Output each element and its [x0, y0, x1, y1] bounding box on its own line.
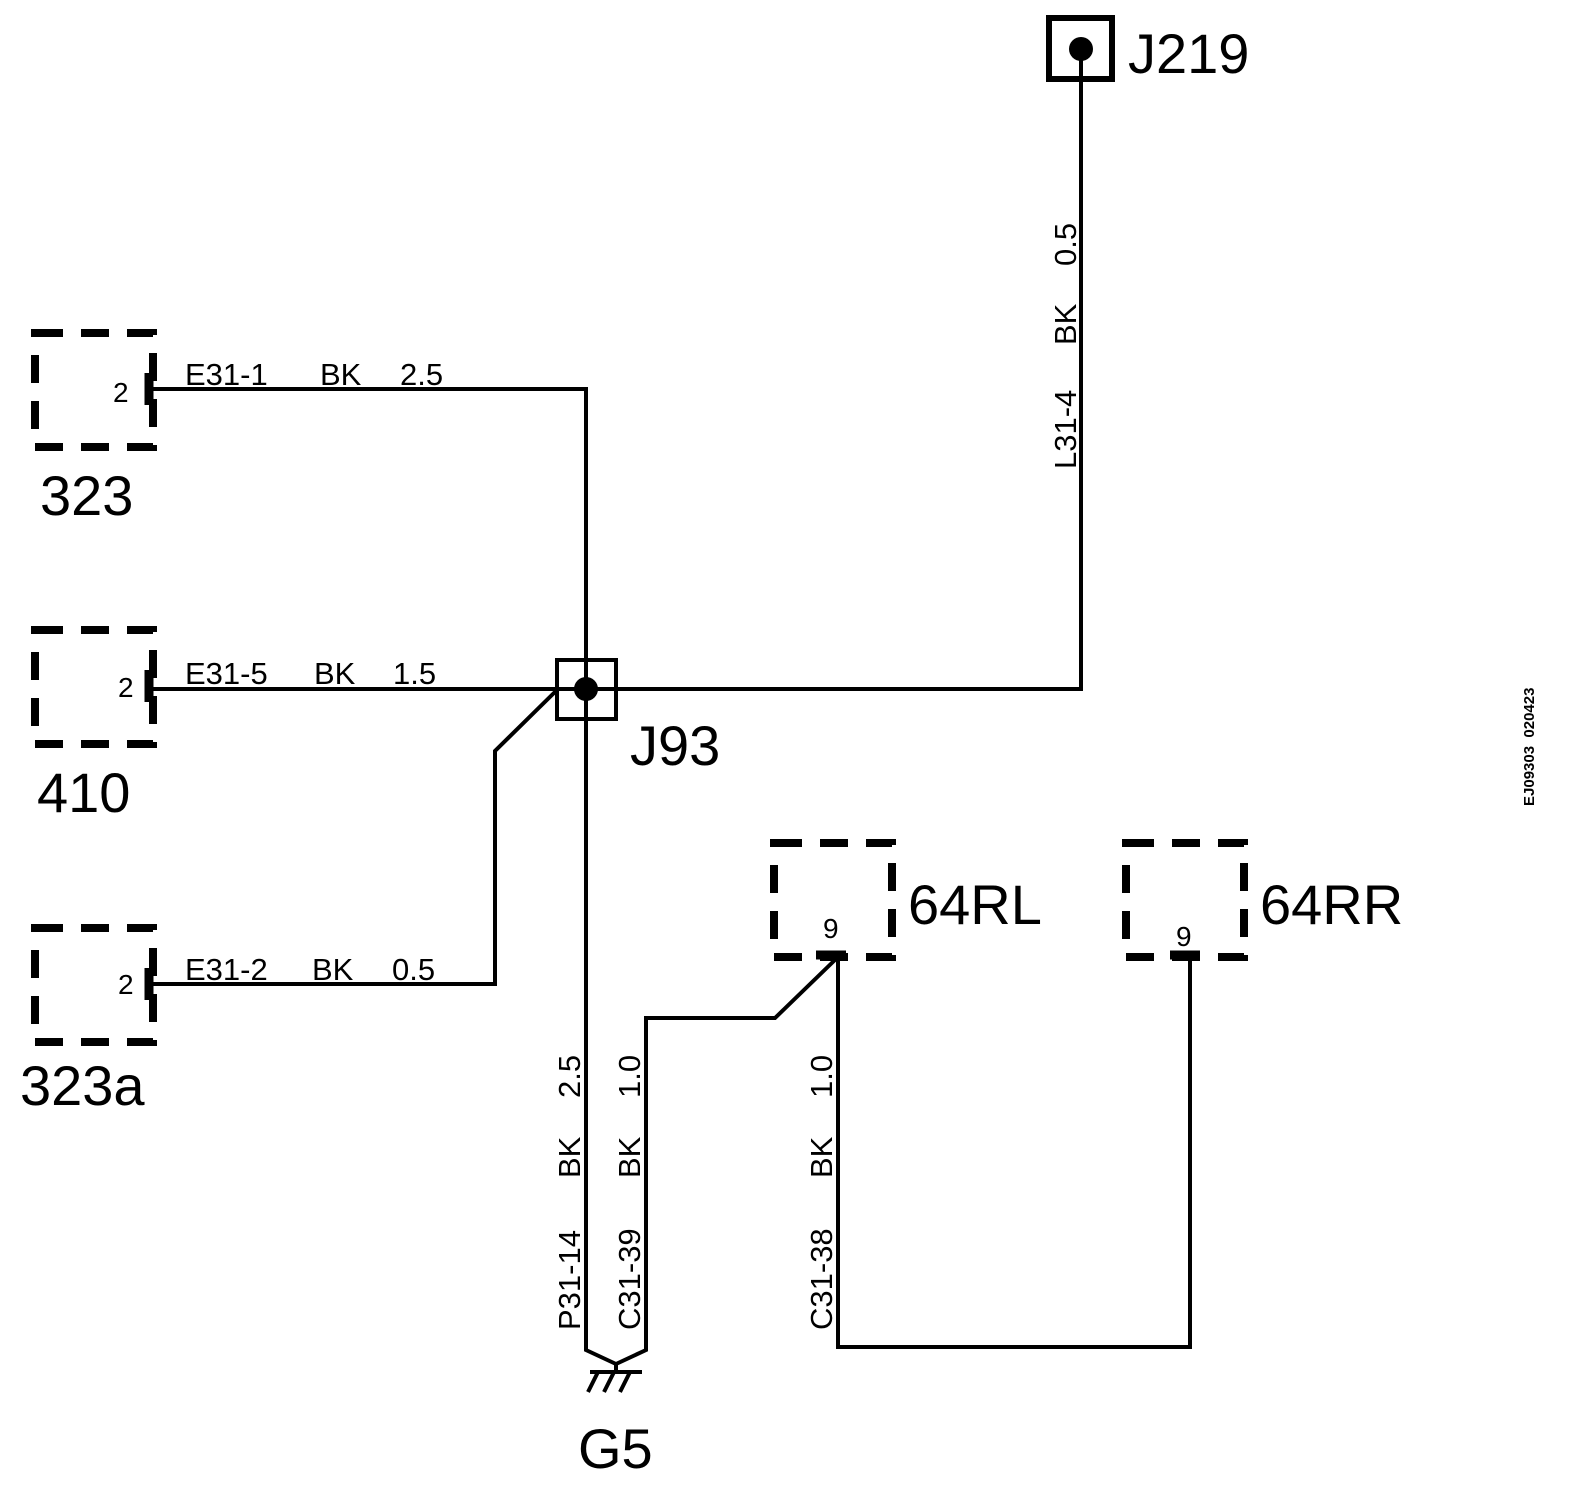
pin-label-64rl: 9 [823, 913, 839, 944]
component-410[interactable]: 2 410 [31, 626, 157, 824]
splice-dot-j219 [1069, 37, 1093, 61]
ground-g5[interactable]: G5 [578, 1364, 653, 1480]
wire-label-e31-1: E31-1 BK 2.5 [185, 357, 443, 392]
wire-c31-38[interactable] [836, 957, 1192, 1349]
wire-size-e31-5: 1.5 [393, 656, 436, 691]
wire-id-e31-2: E31-2 [185, 952, 268, 987]
connector-box-323 [31, 329, 157, 451]
wire-size-e31-2: 0.5 [392, 952, 435, 987]
ground-hatch-2 [602, 1371, 616, 1393]
component-323a[interactable]: 2 323a [20, 924, 157, 1117]
wire-c31-39[interactable] [615, 955, 840, 1366]
wire-e31-2[interactable] [153, 687, 560, 986]
connector-box-323a [31, 924, 157, 1046]
component-label-323a: 323a [20, 1054, 145, 1117]
connector-box-410 [31, 626, 157, 748]
component-label-64rl: 64RL [908, 873, 1042, 936]
ground-hatch-1 [586, 1371, 600, 1393]
wire-id-l31-4: L31-4 [1048, 390, 1083, 469]
splice-j219[interactable]: J219 [1046, 15, 1249, 85]
component-64rr[interactable]: 9 64RR [1122, 839, 1403, 961]
component-64rl[interactable]: 9 64RL [770, 839, 1042, 961]
component-label-410: 410 [37, 761, 130, 824]
wire-label-c31-39: C31-39 BK 1.0 [612, 1055, 647, 1330]
wire-color-l31-4: BK [1048, 303, 1083, 345]
splice-label-j93: J93 [630, 714, 720, 777]
wire-size-e31-1: 2.5 [400, 357, 443, 392]
wire-l31-4[interactable] [586, 49, 1083, 691]
wire-p31-14[interactable] [584, 689, 617, 1366]
pin-label-323: 2 [113, 377, 129, 408]
wire-color-e31-5: BK [314, 656, 356, 691]
reference-code: EJ09303 020423 [1521, 688, 1538, 806]
splice-dot-j93 [574, 677, 598, 701]
wire-id-e31-1: E31-1 [185, 357, 268, 392]
wire-label-c31-38: C31-38 BK 1.0 [804, 1055, 839, 1330]
wire-label-l31-4: L31-4 BK 0.5 [1048, 223, 1083, 469]
ground-label-g5: G5 [578, 1417, 653, 1480]
wire-color-p31-14: BK [552, 1136, 587, 1178]
wire-label-p31-14: P31-14 BK 2.5 [552, 1055, 587, 1330]
splice-j93[interactable]: J93 [555, 658, 720, 777]
wire-color-c31-38: BK [804, 1136, 839, 1178]
pin-label-323a: 2 [118, 969, 134, 1000]
component-323[interactable]: 2 323 [31, 329, 157, 527]
ground-hatch-3 [618, 1371, 632, 1393]
wire-color-c31-39: BK [612, 1136, 647, 1178]
wire-id-c31-38: C31-38 [804, 1228, 839, 1330]
wire-size-c31-39: 1.0 [612, 1055, 647, 1098]
wire-e31-1[interactable] [153, 387, 588, 689]
wire-id-e31-5: E31-5 [185, 656, 268, 691]
splice-label-j219: J219 [1128, 22, 1249, 85]
component-label-323: 323 [40, 464, 133, 527]
wire-id-p31-14: P31-14 [552, 1230, 587, 1330]
wire-color-e31-1: BK [320, 357, 362, 392]
splice-box-j219 [1046, 15, 1115, 82]
wire-size-l31-4: 0.5 [1048, 223, 1083, 266]
wire-size-c31-38: 1.0 [804, 1055, 839, 1098]
wire-label-e31-2: E31-2 BK 0.5 [185, 952, 435, 987]
wire-size-p31-14: 2.5 [552, 1055, 587, 1098]
component-label-64rr: 64RR [1260, 873, 1403, 936]
splice-box-j93 [555, 658, 618, 721]
wire-color-e31-2: BK [312, 952, 354, 987]
pin-label-410: 2 [118, 672, 134, 703]
wire-label-e31-5: E31-5 BK 1.5 [185, 656, 436, 691]
pin-label-64rr: 9 [1176, 921, 1192, 952]
wire-id-c31-39: C31-39 [612, 1228, 647, 1330]
